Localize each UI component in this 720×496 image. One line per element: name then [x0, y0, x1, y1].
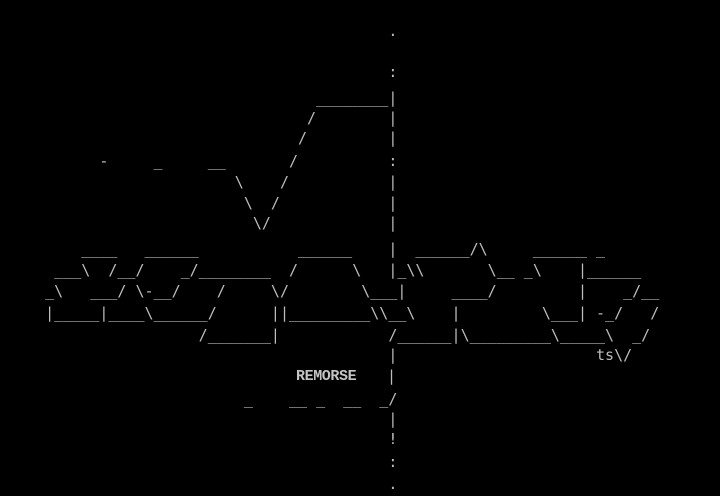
- art-row: :: [0, 63, 398, 81]
- art-row: ________|: [0, 89, 398, 107]
- art-row: \/ |: [0, 214, 398, 232]
- art-row: / |: [0, 109, 398, 127]
- art-row: .: [0, 475, 398, 493]
- art-row: |: [387, 367, 397, 385]
- art-row: ___\ /__/ _/________ / \ |_\\ \__ _\ |__…: [0, 261, 642, 279]
- art-row: ____ ______ ______ | ______/\ ______ _: [0, 240, 606, 258]
- art-row: / |: [0, 129, 398, 147]
- art-row: _ __ _ __ _/: [0, 390, 398, 408]
- art-row-signature: | ts\/: [0, 346, 633, 364]
- art-row: /_______| /______|\_________\_____\ _/: [0, 326, 651, 344]
- art-row: \ / |: [0, 173, 398, 191]
- art-row: _\ ___/ \-__/ / \/ \___| ____/ | _/__: [0, 282, 660, 300]
- art-title: REMORSE: [296, 368, 357, 385]
- art-row: |: [0, 410, 398, 428]
- art-row: |_____|____\______/ ||_________\\__\ | \…: [0, 304, 660, 322]
- art-row: .: [0, 22, 398, 40]
- art-row: :: [0, 453, 398, 471]
- art-row: !: [0, 430, 398, 448]
- art-row: - _ __ / :: [0, 152, 398, 170]
- art-row: \ / |: [0, 194, 398, 212]
